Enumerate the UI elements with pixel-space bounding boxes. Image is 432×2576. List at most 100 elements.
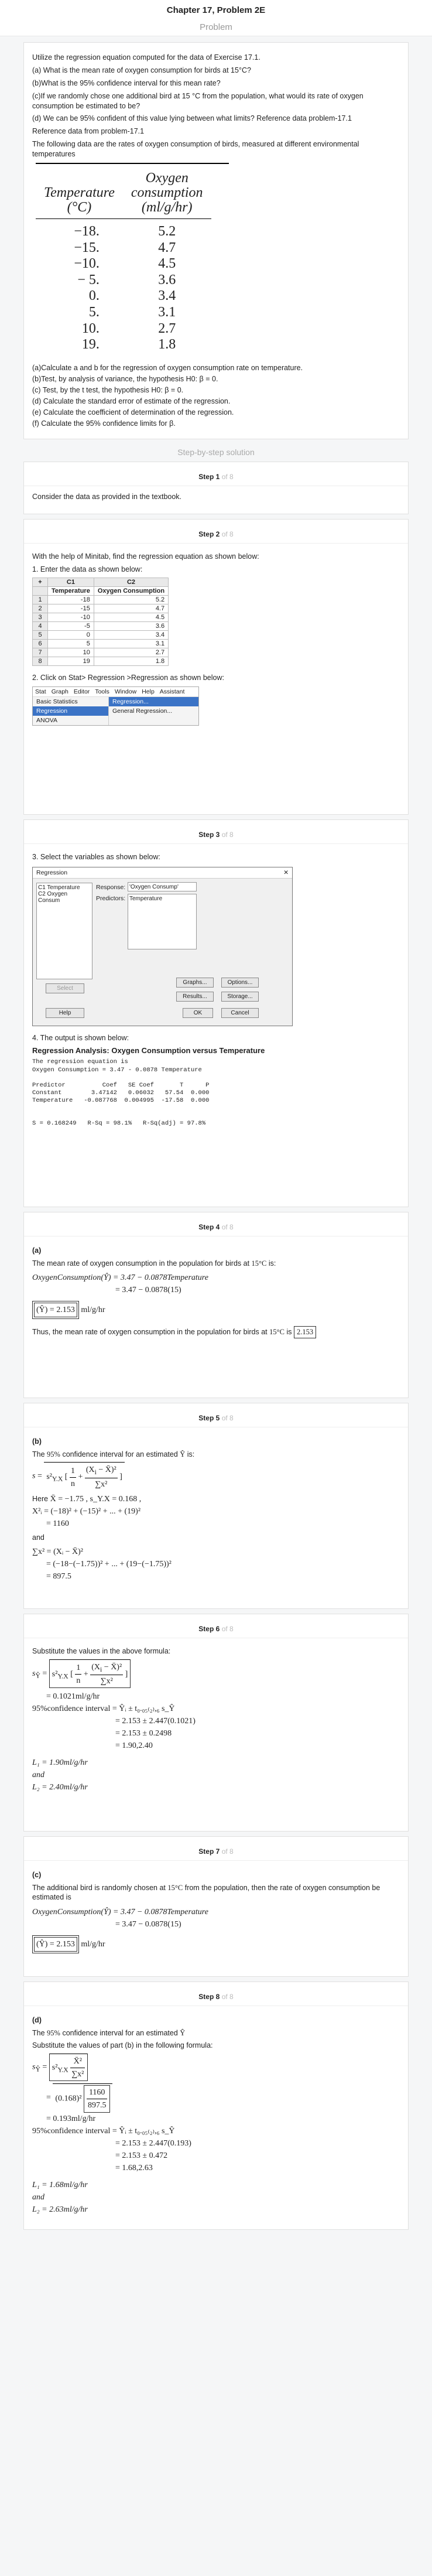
cell[interactable]: 19 <box>47 657 94 667</box>
response-label: Response: <box>96 883 126 891</box>
problem-part-c: (c)If we randomly chose one additional b… <box>32 91 364 110</box>
oxygen-cell: 3.1 <box>158 304 176 320</box>
substitution-variance: (0.168)² <box>55 2095 82 2104</box>
y-hat-symbol: Ŷ <box>180 2028 186 2037</box>
close-icon[interactable]: ✕ <box>283 869 289 876</box>
temperature-value: 15°C <box>167 1883 183 1892</box>
instruction-1: 1. Enter the data as shown below: <box>32 565 143 573</box>
problem-part-a: (a) What is the mean rate of oxygen cons… <box>32 66 251 74</box>
step-word: Step <box>198 1624 214 1633</box>
text-segment: is: <box>268 1259 276 1267</box>
menu-assistant[interactable]: Assistant <box>159 688 185 696</box>
dialog-title-bar: Regression ✕ <box>33 867 292 879</box>
text-segment: confidence interval for an estimated <box>62 2028 178 2037</box>
equation-1: OxygenConsumption(Ŷ) = 3.47 − 0.0878Temp… <box>32 1273 208 1283</box>
step-total: of 8 <box>221 529 234 538</box>
y-hat-symbol: Ŷ <box>180 1450 186 1458</box>
cell[interactable]: 4.5 <box>93 613 169 623</box>
step-4-card: Step 4 of 8 (a) The mean rate of oxygen … <box>23 1211 409 1398</box>
menu-help[interactable]: Help <box>142 688 155 696</box>
select-button[interactable]: Select <box>46 983 84 993</box>
cell[interactable]: 0 <box>47 630 94 640</box>
part-label: (c) <box>32 1870 42 1879</box>
cell[interactable]: 5.2 <box>93 595 169 605</box>
step-number: 4 <box>215 1222 220 1231</box>
menu-item-regression-dialog[interactable]: Regression... <box>109 697 198 707</box>
instruction-4: 4. The output is shown below: <box>32 1033 129 1042</box>
cell[interactable]: -5 <box>47 621 94 631</box>
cell[interactable]: -10 <box>47 613 94 623</box>
row-number: 6 <box>32 639 48 649</box>
response-field[interactable]: 'Oxygen Consump' <box>128 882 197 891</box>
col-name[interactable]: Oxygen Consumption <box>93 586 169 596</box>
step-6-card: Step 6 of 8 Substitute the values in the… <box>23 1613 409 1832</box>
menu-tools[interactable]: Tools <box>95 688 109 696</box>
cell[interactable]: 3.4 <box>93 630 169 640</box>
solution-section-label: Step-by-step solution <box>177 447 255 457</box>
menu-graph[interactable]: Graph <box>51 688 68 696</box>
oxygen-cell: 3.6 <box>158 272 176 288</box>
storage-button[interactable]: Storage... <box>221 991 259 1002</box>
menu-editor[interactable]: Editor <box>73 688 90 696</box>
col-label: C1 <box>47 578 94 587</box>
cell[interactable]: -18 <box>47 595 94 605</box>
menu-item-regression[interactable]: Regression <box>33 706 108 716</box>
cancel-button[interactable]: Cancel <box>221 1007 259 1018</box>
step-8-card: Step 8 of 8 (d) The 95% confidence inter… <box>23 1981 409 2230</box>
step-header: Step 8 of 8 <box>24 1989 408 2006</box>
cell[interactable]: 3.1 <box>93 639 169 649</box>
cell[interactable]: 3.6 <box>93 621 169 631</box>
cell[interactable]: 2.7 <box>93 648 169 658</box>
cell[interactable]: 5 <box>47 639 94 649</box>
step-total: of 8 <box>221 1624 234 1633</box>
ok-button[interactable]: OK <box>183 1007 213 1018</box>
temperature-value: 15°C <box>251 1259 267 1267</box>
confidence-level: 95% <box>47 2028 60 2037</box>
step-total: of 8 <box>221 1992 234 2001</box>
temp-cell: − 5. <box>77 272 100 288</box>
menu-window[interactable]: Window <box>114 688 137 696</box>
result-line: (Ŷ) = 2.153 ml/g/hr <box>32 1935 400 1954</box>
menu-stat[interactable]: Stat <box>35 688 46 696</box>
part-label: (a) <box>32 1246 42 1255</box>
row-number <box>32 586 48 596</box>
variable-item[interactable]: C1 Temperature <box>38 884 80 891</box>
oxygen-cell: 4.7 <box>158 240 176 255</box>
text-segment: The mean rate of oxygen consumption in t… <box>32 1259 250 1267</box>
menu-item-anova[interactable]: ANOVA <box>36 717 57 725</box>
menu-item-basic-statistics[interactable]: Basic Statistics <box>36 698 78 706</box>
and-text: and <box>32 2193 44 2202</box>
cell[interactable]: 4.7 <box>93 604 169 614</box>
predictors-field[interactable]: Temperature <box>128 893 197 949</box>
options-button[interactable]: Options... <box>221 977 259 988</box>
col-name[interactable]: Temperature <box>47 586 94 596</box>
fraction-numerator: 1160 <box>86 2086 108 2100</box>
help-button[interactable]: Help <box>46 1007 84 1018</box>
text-segment: Here <box>32 1494 49 1503</box>
graphs-button[interactable]: Graphs... <box>176 977 214 988</box>
data-table: Temperature (°C) Oxygen consumption (ml/… <box>36 168 211 353</box>
cell[interactable]: -15 <box>47 604 94 614</box>
table-row: −10.4.5 <box>36 256 211 272</box>
confidence-level: 95% <box>47 1450 60 1458</box>
step-number: 2 <box>215 529 220 538</box>
menu-item-general-regression[interactable]: General Regression... <box>112 708 173 715</box>
step-text: The additional bird is randomly chosen a… <box>32 1883 400 1903</box>
ci-line-2: = 2.153 ± 2.447(0.193) <box>115 2139 191 2148</box>
variable-item[interactable]: C2 Oxygen Consum <box>38 890 68 904</box>
variables-list[interactable]: C1 Temperature C2 Oxygen Consum <box>36 882 92 979</box>
cell[interactable]: 10 <box>47 648 94 658</box>
temp-cell: 10. <box>81 320 100 336</box>
results-button[interactable]: Results... <box>176 991 214 1002</box>
conclusion: Thus, the mean rate of oxygen consumptio… <box>32 1326 400 1339</box>
temp-cell: −18. <box>74 223 100 239</box>
step-text: Substitute the values in the above formu… <box>32 1646 171 1655</box>
part-label: (d) <box>32 2015 42 2024</box>
cell[interactable]: 1.8 <box>93 657 169 667</box>
se-formula-boxed: sŶ = s²Y.X X̄²∑x² <box>32 2054 400 2082</box>
table-row: 5.3.1 <box>36 305 211 321</box>
